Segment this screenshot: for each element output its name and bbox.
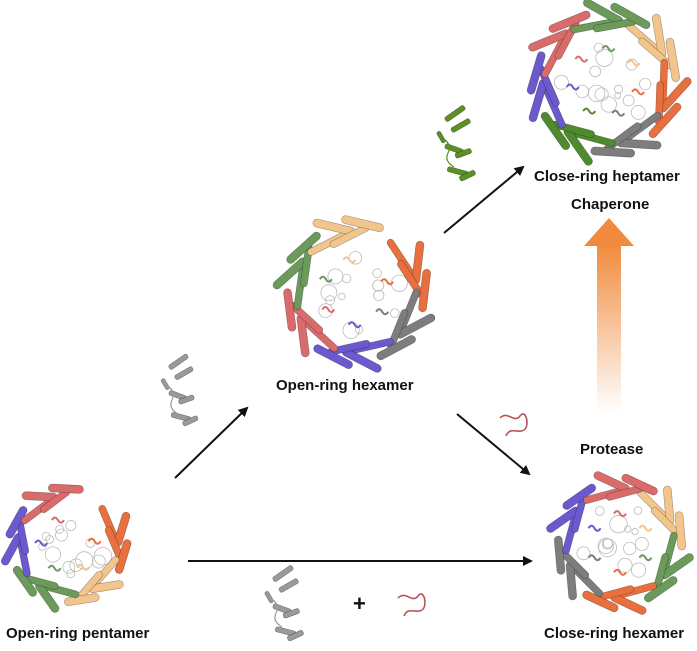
ring-subunit <box>553 535 604 601</box>
ring-subunit <box>64 556 124 607</box>
ring-subunit <box>20 483 84 525</box>
ring-subunit <box>540 107 616 166</box>
close-ring-hexamer-structure <box>546 471 694 615</box>
chaperone-transition-arrow <box>584 218 634 413</box>
ring-subunit <box>582 568 658 615</box>
ring-subunit <box>582 471 658 518</box>
ring-subunit <box>636 485 687 551</box>
close-ring-heptamer-label: Close-ring heptamer <box>534 168 680 185</box>
substrate-peptide-bottom <box>397 593 426 617</box>
ring-subunit <box>283 288 339 358</box>
open-ring-pentamer-label: Open-ring pentamer <box>6 625 150 642</box>
plus-sign: + <box>353 591 366 616</box>
protease-label: Protease <box>580 441 644 458</box>
ring-subunit <box>12 564 80 613</box>
close-ring-heptamer-structure <box>526 0 692 166</box>
gray-monomer-subunit-bottom <box>264 565 304 642</box>
ring-subunit <box>590 109 662 158</box>
open-ring-hexamer-label: Open-ring hexamer <box>276 377 414 394</box>
chaperone-label: Chaperone <box>571 196 650 213</box>
ring-subunit <box>546 483 602 555</box>
open-ring-pentamer-structure <box>0 483 132 613</box>
arrow-open-hexamer-to-heptamer <box>443 165 525 234</box>
substrate-peptide-middle <box>499 413 528 437</box>
open-ring-hexamer-structure <box>272 215 436 373</box>
close-ring-hexamer-label: Close-ring hexamer <box>544 625 685 642</box>
arrow-pentamer-to-open-hexamer <box>174 406 249 479</box>
gray-monomer-subunit <box>160 353 199 427</box>
ring-subunit <box>380 238 431 313</box>
ring-subunit <box>87 504 132 574</box>
ring-subunit <box>570 0 651 52</box>
ring-subunit <box>631 58 692 139</box>
ring-subunit <box>307 215 384 264</box>
ring-subunit <box>0 506 49 578</box>
arrow-open-hexamer-to-closed-hexamer <box>456 413 531 476</box>
ring-subunit <box>313 321 394 373</box>
green-monomer-subunit <box>436 105 476 182</box>
ring-subunit <box>638 531 694 603</box>
